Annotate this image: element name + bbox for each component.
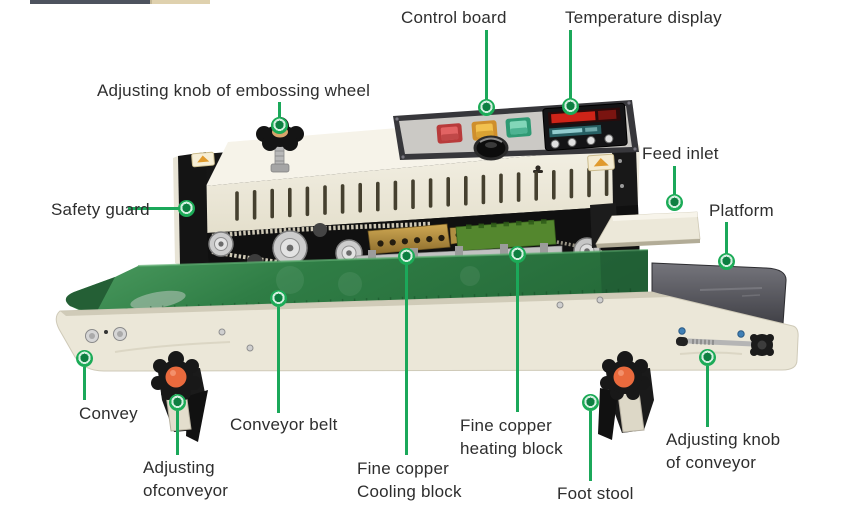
leader-line-adjusting-knob-of-conveyor <box>705 366 709 427</box>
leader-line-feed-inlet <box>672 166 676 195</box>
leader-line-temperature-display <box>568 30 572 99</box>
temperature-controller <box>542 102 628 152</box>
label-feed-inlet: Feed inlet <box>642 144 719 163</box>
label-platform: Platform <box>709 201 774 220</box>
feed-inlet-tray <box>590 203 701 248</box>
label-convey: Convey <box>79 404 138 423</box>
callout-dot-conveyor-belt <box>269 289 287 307</box>
label-safety-guard: Safety guard <box>51 200 150 219</box>
leader-line-adjusting-ofconveyor <box>175 411 179 455</box>
vent-slots <box>235 166 609 221</box>
callout-dot-adjusting-knob-of-conveyor <box>698 348 716 366</box>
leader-line-cooling-block <box>404 265 408 455</box>
label-cooling-block: Fine copper Cooling block <box>357 459 462 501</box>
panel-knob <box>473 135 509 161</box>
cropped-edge-artifact <box>150 0 210 4</box>
label-conveyor-belt: Conveyor belt <box>230 415 338 434</box>
label-adjusting-ofconveyor: Adjusting ofconveyor <box>143 458 229 500</box>
label-foot-stool: Foot stool <box>557 484 634 503</box>
leader-line-convey <box>82 367 86 400</box>
callout-dot-cooling-block <box>397 247 415 265</box>
callout-dot-feed-inlet <box>665 193 683 211</box>
callout-dot-temperature-display <box>561 97 579 115</box>
leader-line-foot-stool <box>588 411 592 481</box>
switch-green <box>505 117 532 138</box>
leader-line-conveyor-belt <box>276 307 280 413</box>
leader-line-embossing-knob <box>277 102 281 118</box>
callout-dot-foot-stool <box>581 393 599 411</box>
green-block <box>455 219 557 252</box>
right-foot <box>598 351 654 440</box>
callout-dot-adjusting-ofconveyor <box>168 393 186 411</box>
callout-dot-safety-guard <box>177 199 195 217</box>
callout-dot-platform <box>717 252 735 270</box>
callout-dot-heating-block <box>508 245 526 263</box>
cropped-edge-artifact <box>30 0 152 4</box>
label-embossing-knob: Adjusting knob of embossing wheel <box>97 81 371 100</box>
left-foot <box>151 351 208 442</box>
label-adjusting-knob-of-conveyor: Adjusting knob of conveyor <box>666 430 781 472</box>
control-panel <box>393 100 639 161</box>
leader-line-heating-block <box>515 263 519 412</box>
warning-sticker <box>191 151 615 172</box>
leader-line-safety-guard <box>128 206 179 210</box>
label-heating-block: Fine copper heating block <box>460 416 563 458</box>
leader-line-control-board <box>484 30 488 100</box>
power-switch-red <box>436 123 463 144</box>
label-control-board: Control board <box>401 8 507 27</box>
conveyor-adjust-rod <box>675 334 774 356</box>
leader-line-platform <box>724 222 728 254</box>
callout-dot-embossing-knob <box>270 116 288 134</box>
callout-dot-control-board <box>477 98 495 116</box>
callout-dot-convey <box>75 349 93 367</box>
label-temperature-display: Temperature display <box>565 8 722 27</box>
